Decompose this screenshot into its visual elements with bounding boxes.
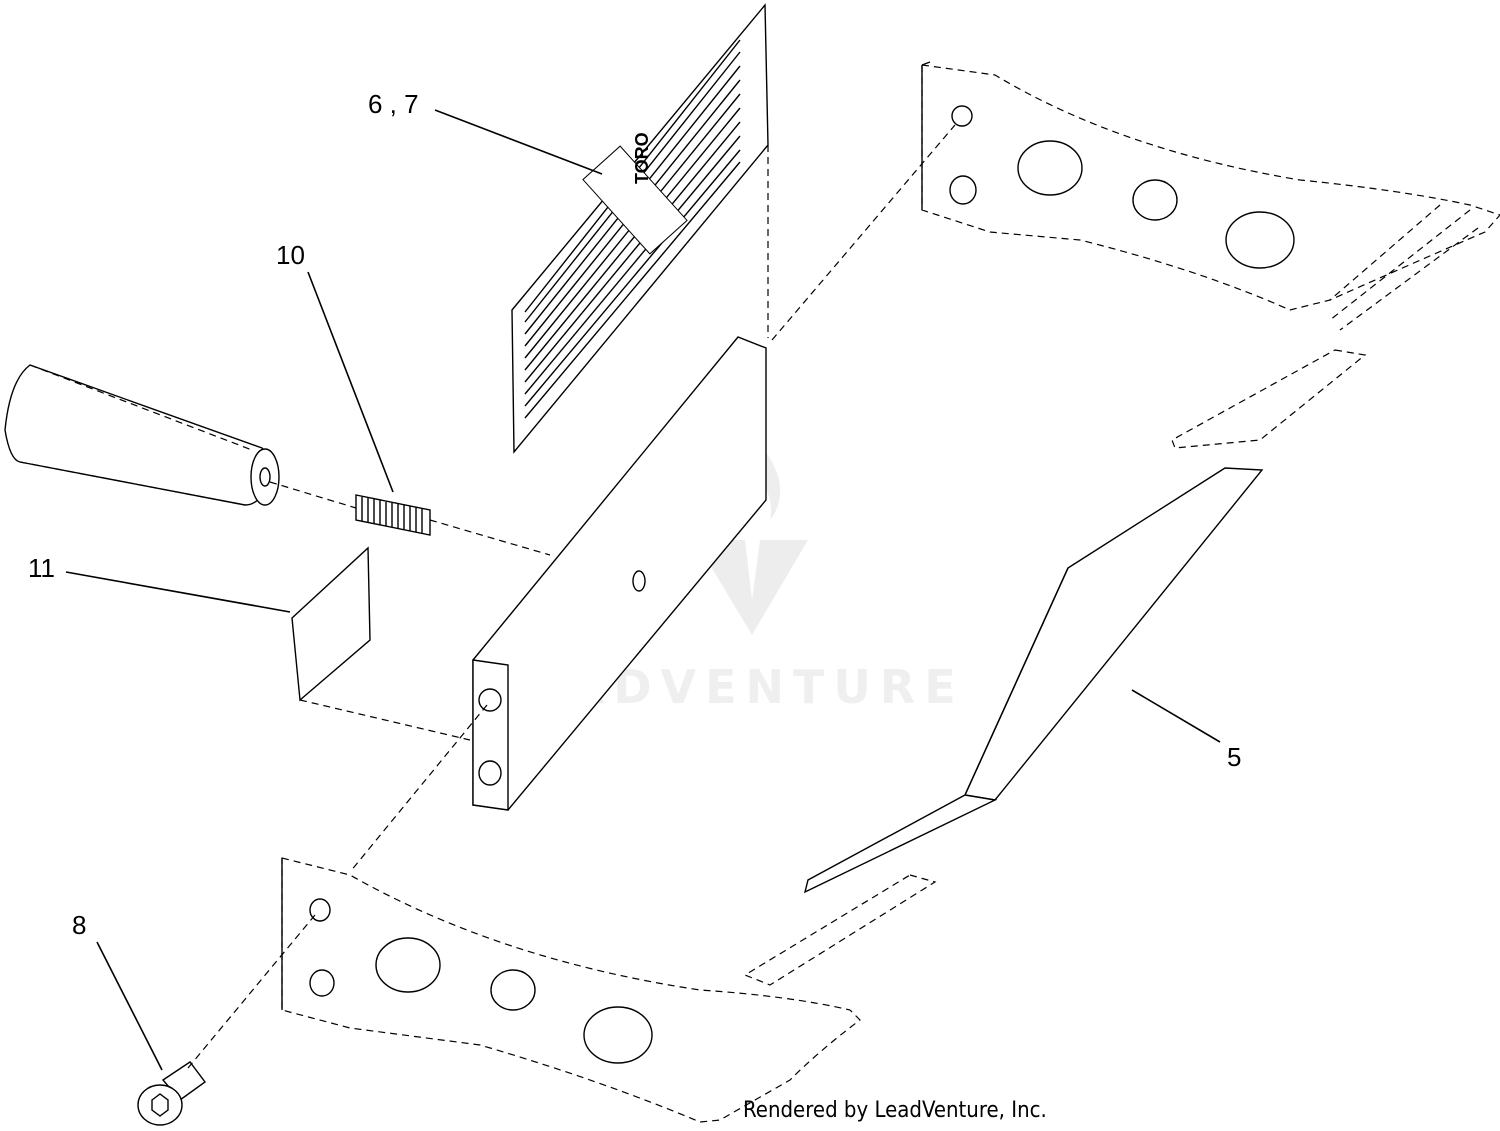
leader-c2: [307, 271, 394, 493]
knob: [4, 364, 280, 506]
callout-6-7: 6 , 7: [368, 89, 419, 119]
right-side-plate: [921, 61, 1500, 449]
handle-bar: [472, 336, 767, 811]
callout-11: 11: [28, 553, 55, 583]
left-side-plate: [281, 857, 861, 1123]
decal-brand: TORO: [632, 132, 652, 184]
spring: [355, 494, 431, 536]
screw: [137, 1061, 206, 1126]
leader-c5: [96, 941, 163, 1071]
leader-c1: [434, 109, 603, 175]
leader-lines: [65, 109, 1221, 1071]
leader-c3: [65, 571, 291, 613]
render-credit: Rendered by LeadVenture, Inc.: [743, 1098, 1047, 1123]
callout-8: 8: [72, 910, 86, 940]
callout-10: 10: [276, 240, 305, 270]
blade-bar: [743, 467, 1264, 986]
leader-c4: [1131, 689, 1221, 743]
assembly-lines: [19, 124, 956, 1069]
callout-5: 5: [1227, 742, 1241, 772]
bracket: [291, 546, 371, 702]
